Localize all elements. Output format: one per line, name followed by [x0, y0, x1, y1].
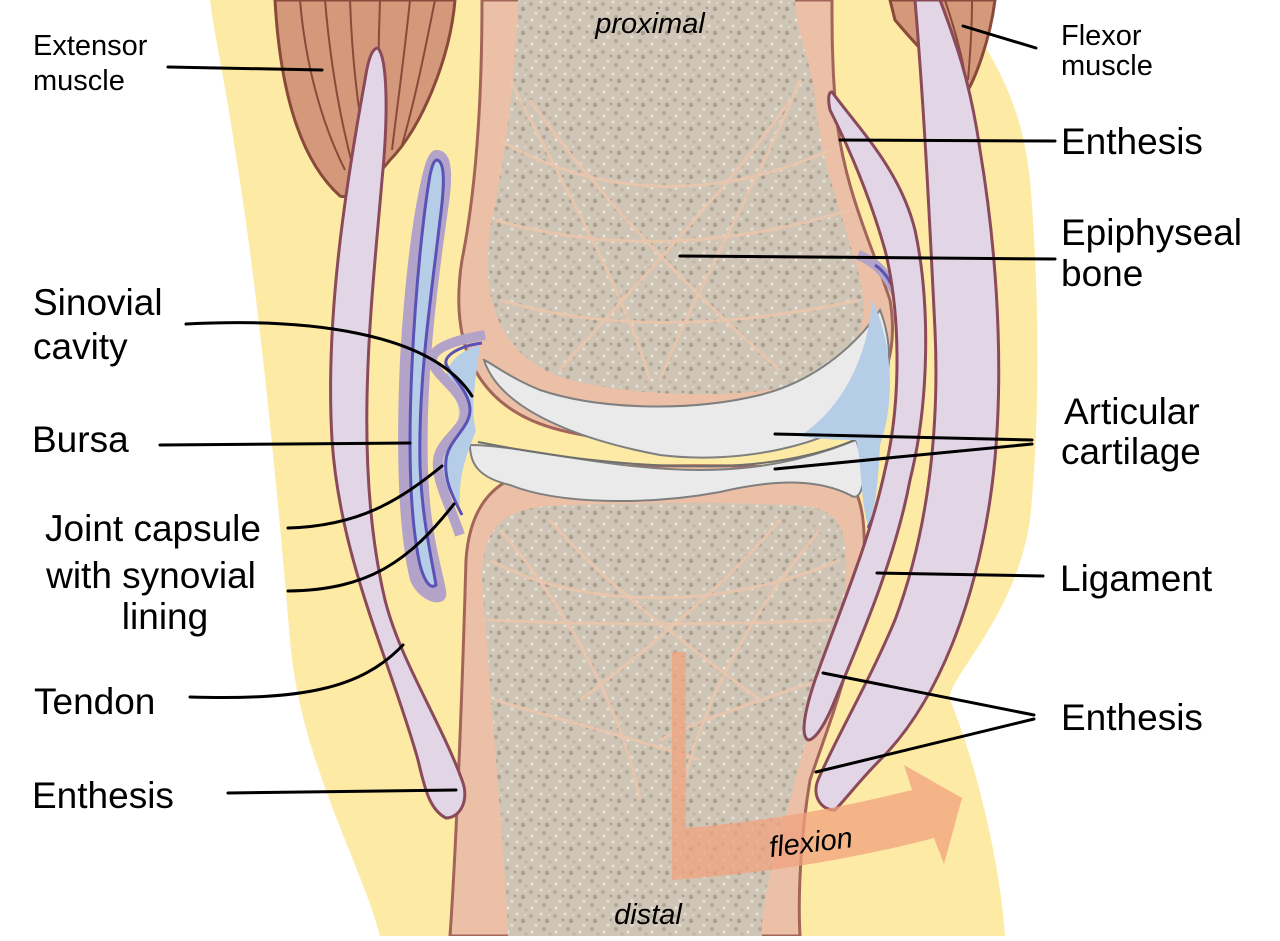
leader-enthesis-left	[226, 788, 458, 795]
leader-epiphyseal-bone	[678, 254, 1057, 261]
joint-capsule-left	[427, 330, 486, 537]
label-flexor-muscle-line1: Flexor	[1061, 20, 1142, 52]
synovial-cavity-right	[800, 300, 890, 525]
leader-flexor-muscle	[961, 24, 1038, 50]
leader-bursa	[158, 441, 412, 447]
articular-cartilage-distal	[468, 438, 865, 502]
proximal-trabeculae	[494, 79, 861, 381]
label-flexor-muscle-line2: muscle	[1061, 50, 1153, 82]
label-synovial-cavity-line1: Sinovial	[33, 282, 163, 323]
leader-joint-capsule-2	[286, 502, 456, 593]
label-epiphyseal-bone-line2: bone	[1061, 253, 1143, 294]
label-bursa: Bursa	[32, 419, 129, 460]
proximal-bone-marrow	[487, 0, 864, 395]
label-extensor-muscle-line1: Extensor	[33, 30, 148, 62]
label-synovial-cavity-line2: cavity	[33, 326, 128, 367]
label-articular-cartilage-line2: cartilage	[1061, 431, 1201, 472]
leader-enthesis-bottom-2	[814, 717, 1036, 774]
label-enthesis-left: Enthesis	[32, 775, 174, 816]
distal-label: distal	[614, 899, 683, 931]
label-joint-capsule-line1: Joint capsule	[45, 508, 261, 549]
label-extensor-muscle-line2: muscle	[33, 65, 125, 97]
label-tendon: Tendon	[34, 681, 155, 722]
leader-tendon	[188, 643, 405, 699]
synovial-lining-left	[444, 341, 483, 516]
label-enthesis-bottom: Enthesis	[1061, 697, 1203, 738]
label-joint-capsule-line2: with synovial	[45, 555, 256, 596]
articular-cartilage-proximal	[482, 307, 890, 459]
leader-ligament	[875, 571, 1045, 578]
label-ligament: Ligament	[1060, 558, 1213, 599]
label-epiphyseal-bone-line1: Epiphyseal	[1061, 212, 1242, 253]
flexion-arrow[interactable]	[672, 652, 962, 880]
label-articular-cartilage-line1: Articular	[1064, 391, 1200, 432]
leader-synovial-cavity	[184, 321, 474, 398]
leader-extensor-muscle	[166, 65, 324, 72]
leader-lines	[158, 24, 1057, 795]
joint-space	[477, 435, 863, 468]
leader-enthesis-bottom-1	[821, 671, 1036, 717]
label-joint-capsule-line3: lining	[122, 596, 208, 637]
extensor-tendon	[329, 46, 467, 820]
ligament	[802, 90, 928, 742]
distal-trabeculae	[487, 519, 841, 801]
leader-enthesis-top	[838, 138, 1057, 143]
proximal-label: proximal	[594, 8, 706, 40]
label-enthesis-top: Enthesis	[1061, 121, 1203, 162]
leader-joint-capsule-1	[286, 464, 444, 530]
leader-cartilage-1	[773, 432, 1034, 442]
leader-cartilage-2	[773, 442, 1034, 471]
